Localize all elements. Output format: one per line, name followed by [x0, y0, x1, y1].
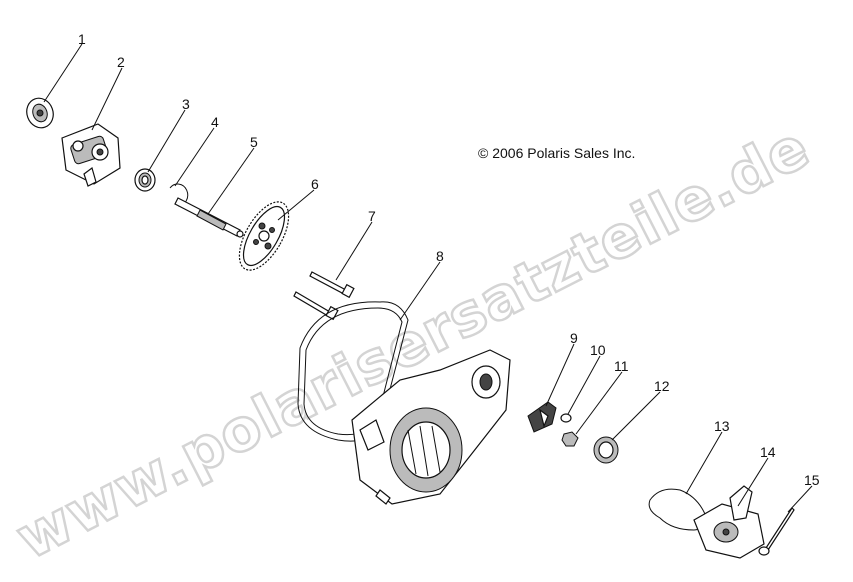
- callout-4: 4: [211, 114, 219, 130]
- part-12-seal: [593, 436, 619, 464]
- callout-10: 10: [590, 342, 606, 358]
- part-9-impeller: [527, 401, 557, 433]
- callout-8: 8: [436, 248, 444, 264]
- part-1-pump-rotor: [26, 97, 54, 129]
- callout-1: 1: [78, 31, 86, 47]
- callout-6: 6: [311, 176, 319, 192]
- callout-2: 2: [117, 54, 125, 70]
- callout-3: 3: [182, 96, 190, 112]
- callout-14: 14: [760, 444, 776, 460]
- callout-13: 13: [714, 418, 730, 434]
- copyright-text: © 2006 Polaris Sales Inc.: [478, 145, 635, 161]
- callout-11: 11: [614, 358, 629, 374]
- engine-side-cover: [351, 349, 511, 505]
- leader-lines: [43, 43, 813, 513]
- part-2-pump-housing: [61, 123, 121, 187]
- callout-numbers: 1 2 3 4 5 6 7 8 9 10 11 12 13 14 15: [78, 31, 820, 488]
- part-7-bolts: [293, 271, 355, 321]
- part-8-gasket: [297, 301, 409, 442]
- part-10-washer: [560, 413, 572, 423]
- part-5-shaft: [174, 197, 244, 238]
- part-6-gear: [238, 201, 290, 271]
- watermark-text: www.polarisersatzteile.de: [5, 113, 820, 573]
- callout-7: 7: [368, 208, 376, 224]
- part-15-bolt: [758, 507, 795, 556]
- part-11-nut: [561, 431, 579, 447]
- part-14-pump-cover: [693, 485, 765, 559]
- callout-12: 12: [654, 378, 670, 394]
- part-3-bearing: [134, 168, 156, 192]
- callout-5: 5: [250, 134, 258, 150]
- callout-15: 15: [804, 472, 820, 488]
- callout-9: 9: [570, 330, 578, 346]
